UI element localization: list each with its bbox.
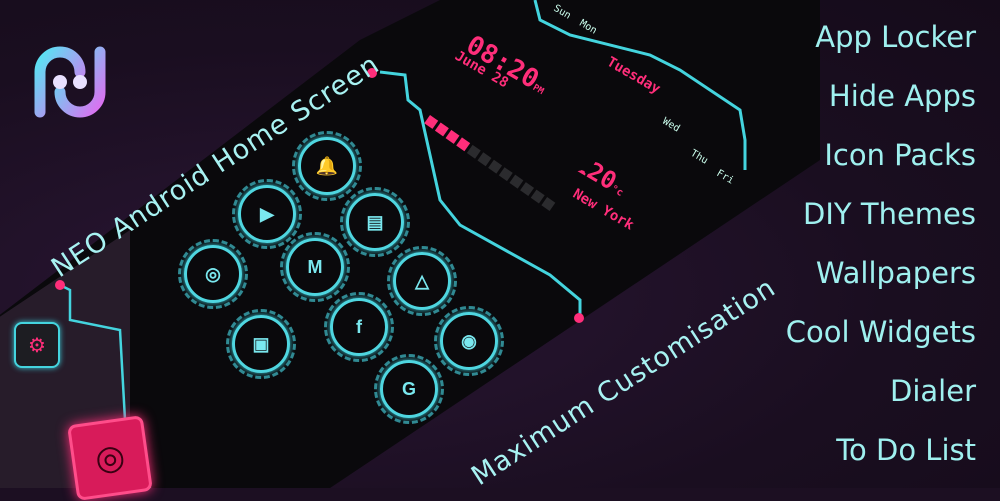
chrome-icon: ◉ bbox=[461, 330, 477, 351]
app-icon-notification[interactable]: 🔔 bbox=[292, 131, 362, 201]
app-icon-gallery[interactable]: ▣ bbox=[226, 309, 296, 379]
fingerprint-icon: ◎ bbox=[92, 437, 128, 479]
feature-to-do-list: To Do List bbox=[836, 433, 976, 467]
frame-dot bbox=[55, 280, 65, 290]
feature-wallpapers: Wallpapers bbox=[815, 256, 976, 290]
neo-launcher-logo-icon bbox=[34, 46, 106, 118]
feature-dialer: Dialer bbox=[890, 374, 976, 408]
app-icon-drive[interactable]: △ bbox=[387, 246, 457, 316]
play-store-icon: ▶ bbox=[260, 203, 274, 224]
feature-app-locker: App Locker bbox=[815, 20, 976, 54]
app-icon-chrome[interactable]: ◉ bbox=[434, 306, 504, 376]
app-icon-facebook[interactable]: f bbox=[324, 292, 394, 362]
google-icon: G bbox=[401, 378, 416, 399]
facebook-icon: f bbox=[356, 316, 362, 337]
frame-dot bbox=[367, 68, 377, 78]
gallery-icon: ▣ bbox=[252, 333, 270, 354]
drive-icon: △ bbox=[415, 270, 429, 291]
feature-list: App Locker Hide Apps Icon Packs DIY Them… bbox=[716, 22, 976, 494]
app-icon-play-store[interactable]: ▶ bbox=[232, 179, 302, 249]
notification-bell-icon: 🔔 bbox=[315, 155, 339, 176]
feature-cool-widgets: Cool Widgets bbox=[785, 315, 976, 349]
feature-hide-apps: Hide Apps bbox=[828, 79, 976, 113]
files-icon: ▤ bbox=[366, 211, 384, 232]
app-icon-camera[interactable]: ◎ bbox=[178, 239, 248, 309]
app-icon-files[interactable]: ▤ bbox=[340, 187, 410, 257]
settings-button[interactable]: ⚙ bbox=[14, 322, 60, 368]
feature-diy-themes: DIY Themes bbox=[803, 197, 976, 231]
camera-icon: ◎ bbox=[205, 263, 221, 284]
gmail-icon: M bbox=[307, 256, 323, 277]
app-icon-gmail[interactable]: M bbox=[280, 232, 350, 302]
fingerprint-lock-button[interactable]: ◎ bbox=[67, 415, 153, 501]
app-icon-google[interactable]: G bbox=[374, 354, 444, 424]
frame-dot bbox=[574, 313, 584, 323]
gear-icon: ⚙ bbox=[28, 334, 46, 357]
feature-icon-packs: Icon Packs bbox=[824, 138, 976, 172]
